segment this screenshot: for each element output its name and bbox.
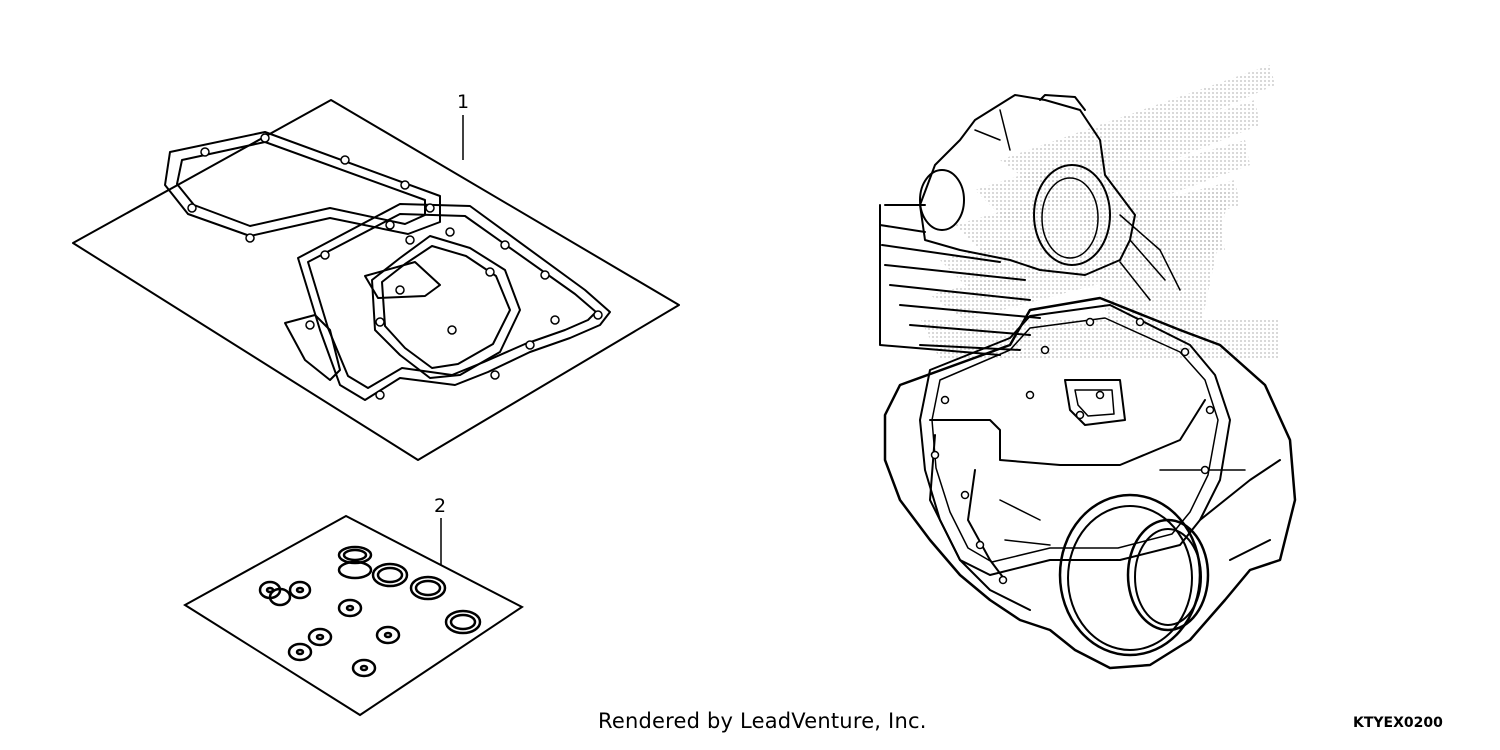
oring-kit-icon bbox=[183, 514, 524, 717]
honda-wing-watermark bbox=[920, 65, 1280, 360]
diagram-code: KTYEX0200 bbox=[1353, 715, 1443, 731]
engine-outline-icon bbox=[879, 94, 1297, 670]
gasket-sheet-icon bbox=[72, 99, 680, 461]
render-credit: Rendered by LeadVenture, Inc. bbox=[598, 709, 927, 733]
callout-number-2[interactable]: 2 bbox=[434, 495, 447, 517]
callout-number-1[interactable]: 1 bbox=[457, 91, 470, 113]
